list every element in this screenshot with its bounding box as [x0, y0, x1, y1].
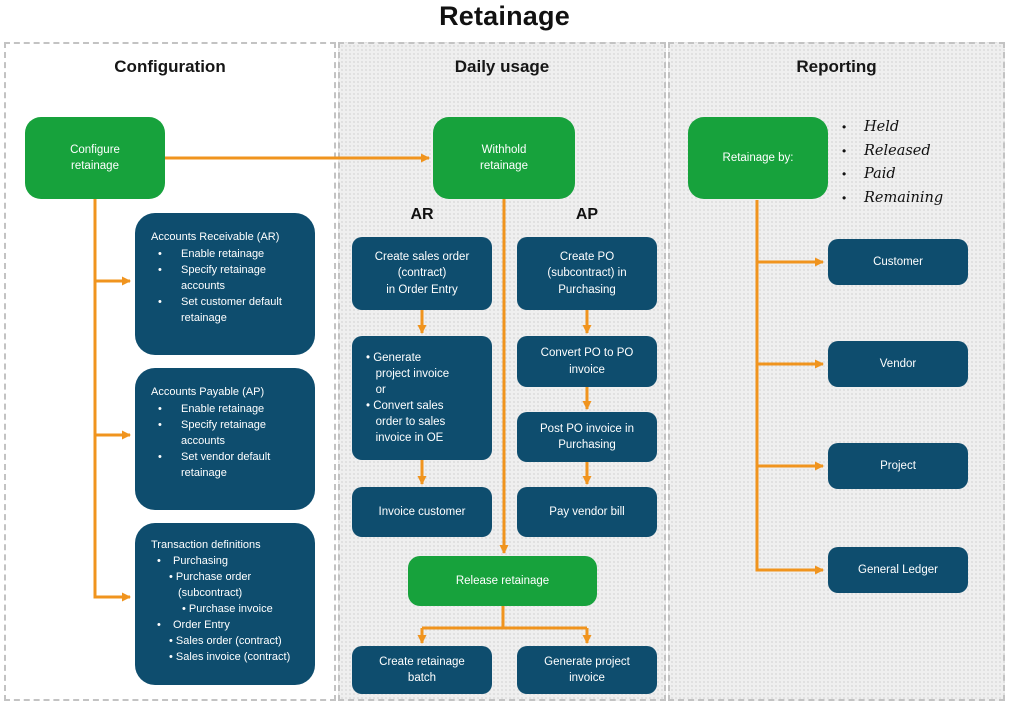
vendor-node: Vendor: [828, 341, 968, 387]
list-item: Enable retainage: [151, 402, 301, 418]
ap-column-label: AP: [575, 206, 599, 223]
legend-label: Held: [864, 119, 900, 135]
list-item: Order Entry: [151, 618, 301, 634]
legend-item: • Held: [836, 119, 1001, 135]
list-item: Purchasing: [151, 554, 301, 570]
bullet-icon: •: [842, 167, 847, 181]
generate-or-convert-invoice-node: • Generate project invoice or • Convert …: [352, 336, 492, 460]
release-retainage-node: Release retainage: [408, 556, 597, 606]
list-item: Set vendor default retainage: [151, 450, 301, 482]
legend-label: Released: [864, 142, 931, 159]
pay-vendor-bill-node: Pay vendor bill: [517, 487, 657, 537]
legend-item: • Remaining: [836, 190, 1001, 206]
bullet-icon: •: [842, 143, 847, 158]
customer-node: Customer: [828, 239, 968, 285]
list-item: Purchase invoice: [151, 602, 301, 618]
configuration-header: Configuration: [114, 57, 226, 76]
accounts-payable-box: Accounts Payable (AP) Enable retainage S…: [135, 368, 315, 510]
list-item: Sales order (contract): [151, 634, 301, 650]
post-po-invoice-node: Post PO invoice in Purchasing: [517, 412, 657, 462]
legend-label: Remaining: [864, 189, 944, 206]
create-po-node: Create PO (subcontract) in Purchasing: [517, 237, 657, 310]
configure-retainage-node: Configure retainage: [25, 117, 165, 199]
bullet-icon: •: [842, 120, 847, 134]
accounts-receivable-title: Accounts Receivable (AR): [151, 231, 280, 243]
create-retainage-batch-node: Create retainage batch: [352, 646, 492, 694]
list-item: Specify retainage accounts: [151, 418, 301, 450]
retainage-by-node: Retainage by:: [688, 117, 828, 199]
general-ledger-node: General Ledger: [828, 547, 968, 593]
transaction-definitions-box: Transaction definitions Purchasing Purch…: [135, 523, 315, 685]
generate-project-invoice-node: Generate project invoice: [517, 646, 657, 694]
accounts-payable-bullets: Enable retainage Specify retainage accou…: [151, 402, 301, 482]
list-item: Purchase order (subcontract): [151, 570, 301, 602]
reporting-legend: • Held • Released • Paid • Remaining: [836, 119, 1001, 213]
legend-item: • Released: [836, 143, 1001, 159]
project-node: Project: [828, 443, 968, 489]
legend-item: • Paid: [836, 166, 1001, 182]
bullet-icon: •: [842, 190, 847, 205]
list-item: Specify retainage accounts: [151, 263, 301, 295]
page-title: Retainage: [439, 1, 570, 31]
list-item: Set customer default retainage: [151, 295, 301, 327]
withhold-retainage-node: Withhold retainage: [433, 117, 575, 199]
list-item: Sales invoice (contract): [151, 650, 301, 666]
accounts-receivable-bullets: Enable retainage Specify retainage accou…: [151, 247, 301, 327]
accounts-payable-title: Accounts Payable (AP): [151, 386, 265, 398]
legend-label: Paid: [864, 166, 896, 182]
ar-column-label: AR: [410, 206, 434, 223]
accounts-receivable-box: Accounts Receivable (AR) Enable retainag…: [135, 213, 315, 355]
invoice-customer-node: Invoice customer: [352, 487, 492, 537]
transaction-definitions-title: Transaction definitions: [151, 539, 261, 551]
create-sales-order-node: Create sales order (contract) in Order E…: [352, 237, 492, 310]
convert-po-node: Convert PO to PO invoice: [517, 336, 657, 387]
list-item: Enable retainage: [151, 247, 301, 263]
reporting-header: Reporting: [796, 57, 877, 76]
daily-usage-header: Daily usage: [454, 57, 550, 76]
